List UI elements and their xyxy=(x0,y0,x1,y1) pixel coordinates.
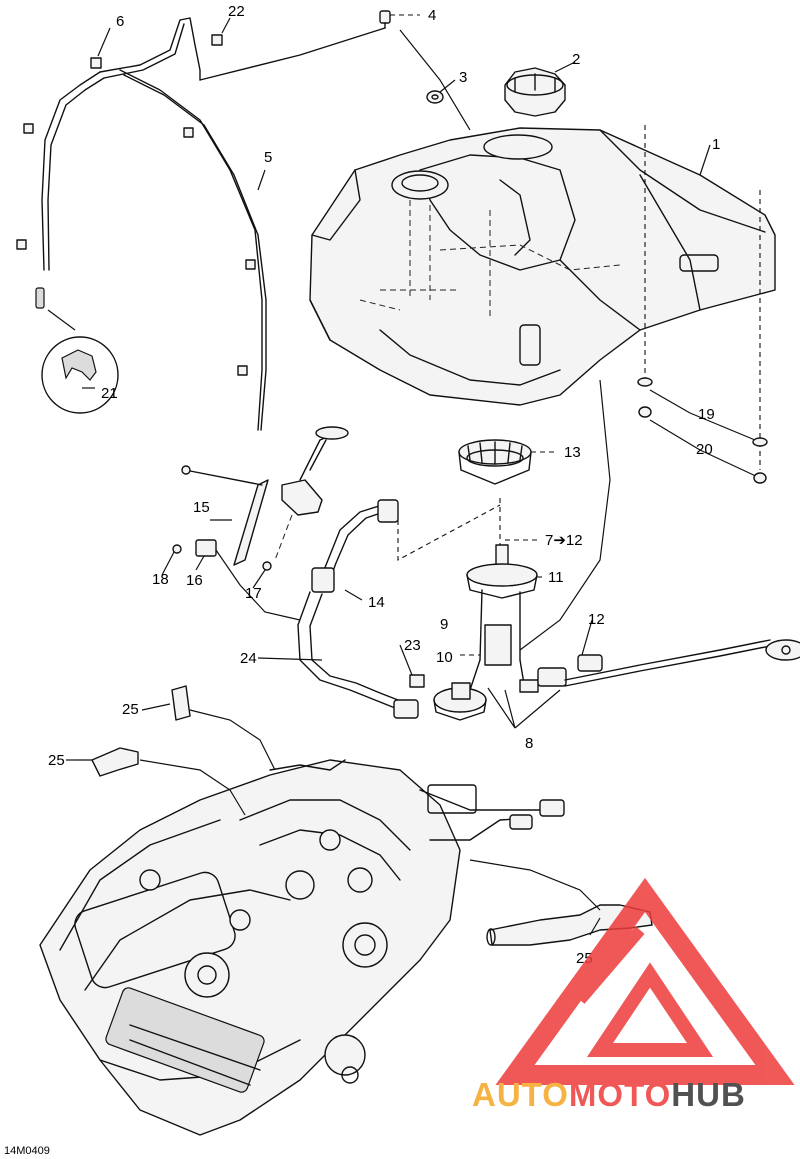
callout-21: 21 xyxy=(101,385,118,402)
callout-9: 9 xyxy=(440,616,448,633)
leader-lines xyxy=(75,14,761,936)
fuel-cap xyxy=(504,67,566,117)
fuel-pump-assembly xyxy=(433,544,567,721)
callout-11: 11 xyxy=(548,569,564,586)
fuel-pump-retaining-ring xyxy=(458,439,532,485)
callout-3: 3 xyxy=(459,69,467,86)
callout-14: 14 xyxy=(368,594,385,611)
callout-13: 13 xyxy=(564,444,581,461)
fuel-return-hose xyxy=(486,904,653,946)
watermark-logo-icon xyxy=(495,877,795,1085)
callout-20: 20 xyxy=(696,441,713,458)
callout-15: 15 xyxy=(193,499,210,516)
callout-17: 17 xyxy=(245,585,262,602)
watermark-brand: AUTOMOTOHUB xyxy=(472,1076,746,1113)
vent-valve xyxy=(379,10,391,29)
callout-16: 16 xyxy=(186,572,203,589)
callout-18: 18 xyxy=(152,571,169,588)
callout-10: 10 xyxy=(436,649,453,666)
callout-12: 12 xyxy=(588,611,605,628)
callout-8: 8 xyxy=(525,735,533,752)
callout-23: 23 xyxy=(404,637,421,654)
fuel-level-sensor-harness xyxy=(564,639,800,687)
callout-1: 1 xyxy=(712,136,720,153)
callout-labels: 1 2 3 4 5 6 22 21 13 19 20 15 7➔12 11 18… xyxy=(48,3,720,967)
tank-mount-hardware xyxy=(637,377,768,484)
engine-assembly xyxy=(39,759,565,1136)
callout-19: 19 xyxy=(698,406,715,423)
watermark-auto: AUTO xyxy=(472,1076,569,1113)
callout-22: 22 xyxy=(228,3,245,20)
callout-7-12: 7➔12 xyxy=(545,532,583,549)
automotohub-watermark: AUTOMOTOHUB xyxy=(472,877,795,1113)
callout-6: 6 xyxy=(116,13,124,30)
vent-hose xyxy=(16,17,386,431)
fuel-supply-hose xyxy=(297,499,425,719)
callout-25-middle: 25 xyxy=(48,752,65,769)
callout-25-upper: 25 xyxy=(122,701,139,718)
callout-2: 2 xyxy=(572,51,580,68)
diagram-code: 14M0409 xyxy=(4,1145,50,1157)
hose-clamp-detail xyxy=(35,287,119,414)
fuel-line-bracket xyxy=(172,426,349,621)
watermark-hub: HUB xyxy=(671,1076,746,1113)
fuel-rail-couplers xyxy=(91,685,191,777)
grommet xyxy=(426,90,444,104)
watermark-moto: MOTO xyxy=(569,1076,671,1113)
fuel-tank xyxy=(309,127,776,406)
callout-4: 4 xyxy=(428,7,436,24)
callout-5: 5 xyxy=(264,149,272,166)
callout-24: 24 xyxy=(240,650,257,667)
